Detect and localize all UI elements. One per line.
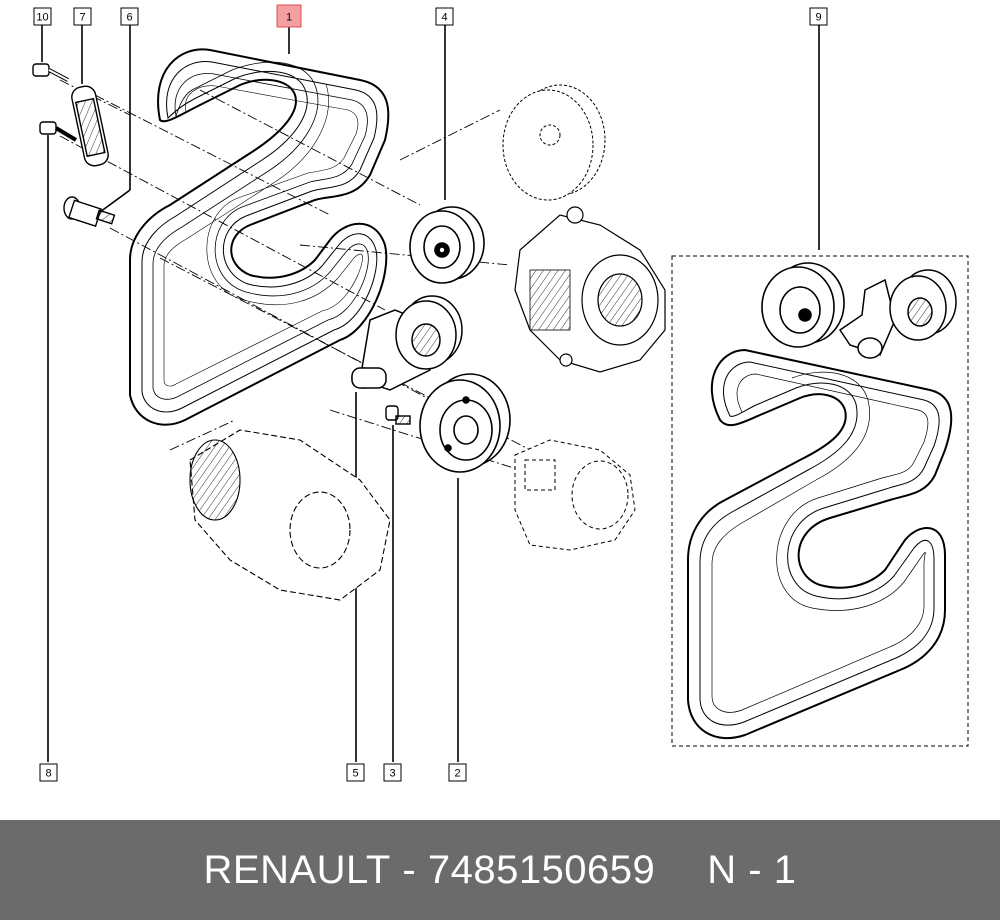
callout-8[interactable]: 8 xyxy=(39,763,58,782)
callout-7[interactable]: 7 xyxy=(73,7,92,26)
steering-pump xyxy=(514,439,636,551)
footer-brand: RENAULT xyxy=(203,847,391,892)
callout-1-highlight xyxy=(276,4,302,28)
callout-9-label: 9 xyxy=(815,12,821,24)
callout-4-label: 4 xyxy=(441,12,447,24)
kit-idler-pulley xyxy=(761,262,845,348)
kit-9[interactable] xyxy=(671,255,969,747)
kit-tensioner xyxy=(838,269,957,359)
callout-1-label: 1 xyxy=(286,12,292,24)
callout-5[interactable]: 5 xyxy=(346,763,365,782)
callout-3-label: 3 xyxy=(389,768,395,780)
bolt-3[interactable] xyxy=(385,405,411,425)
footer-separator: - xyxy=(402,847,417,892)
callout-7-label: 7 xyxy=(79,12,85,24)
idler-pulley-4[interactable] xyxy=(409,206,485,284)
tensioner-5[interactable] xyxy=(351,295,463,391)
part-footer: RENAULT - 7485150659 N - 1 xyxy=(0,820,1000,920)
kit-belt xyxy=(687,348,953,740)
callout-6[interactable]: 6 xyxy=(120,7,139,26)
footer-position-label: N - 1 xyxy=(707,847,797,892)
bolt-10[interactable] xyxy=(32,63,69,82)
leader-lines xyxy=(41,25,820,762)
callout-5-label: 5 xyxy=(352,768,358,780)
callout-2[interactable]: 2 xyxy=(448,763,467,782)
callout-9[interactable]: 9 xyxy=(809,7,828,26)
alternator xyxy=(514,206,666,373)
crankshaft-pulley-2[interactable] xyxy=(419,373,511,473)
callout-4[interactable]: 4 xyxy=(435,7,454,26)
callout-1[interactable]: 1 xyxy=(276,4,302,28)
callout-10[interactable]: 10 xyxy=(33,7,52,26)
callout-3[interactable]: 3 xyxy=(383,763,402,782)
tensioner-spring-7[interactable] xyxy=(70,84,110,167)
bolt-8[interactable] xyxy=(39,121,78,142)
drive-belt-main[interactable] xyxy=(129,48,390,426)
parts-diagram: 10 7 6 1 4 9 8 5 3 2 xyxy=(32,4,969,782)
callout-8-label: 8 xyxy=(45,768,51,780)
footer-part-number: 7485150659 xyxy=(427,847,656,892)
callout-2-label: 2 xyxy=(454,768,460,780)
ac-compressor xyxy=(189,429,391,601)
callout-6-label: 6 xyxy=(126,12,132,24)
callout-10-label: 10 xyxy=(36,12,48,24)
reference-pulley-top xyxy=(502,84,606,201)
bolt-6[interactable] xyxy=(63,196,116,228)
